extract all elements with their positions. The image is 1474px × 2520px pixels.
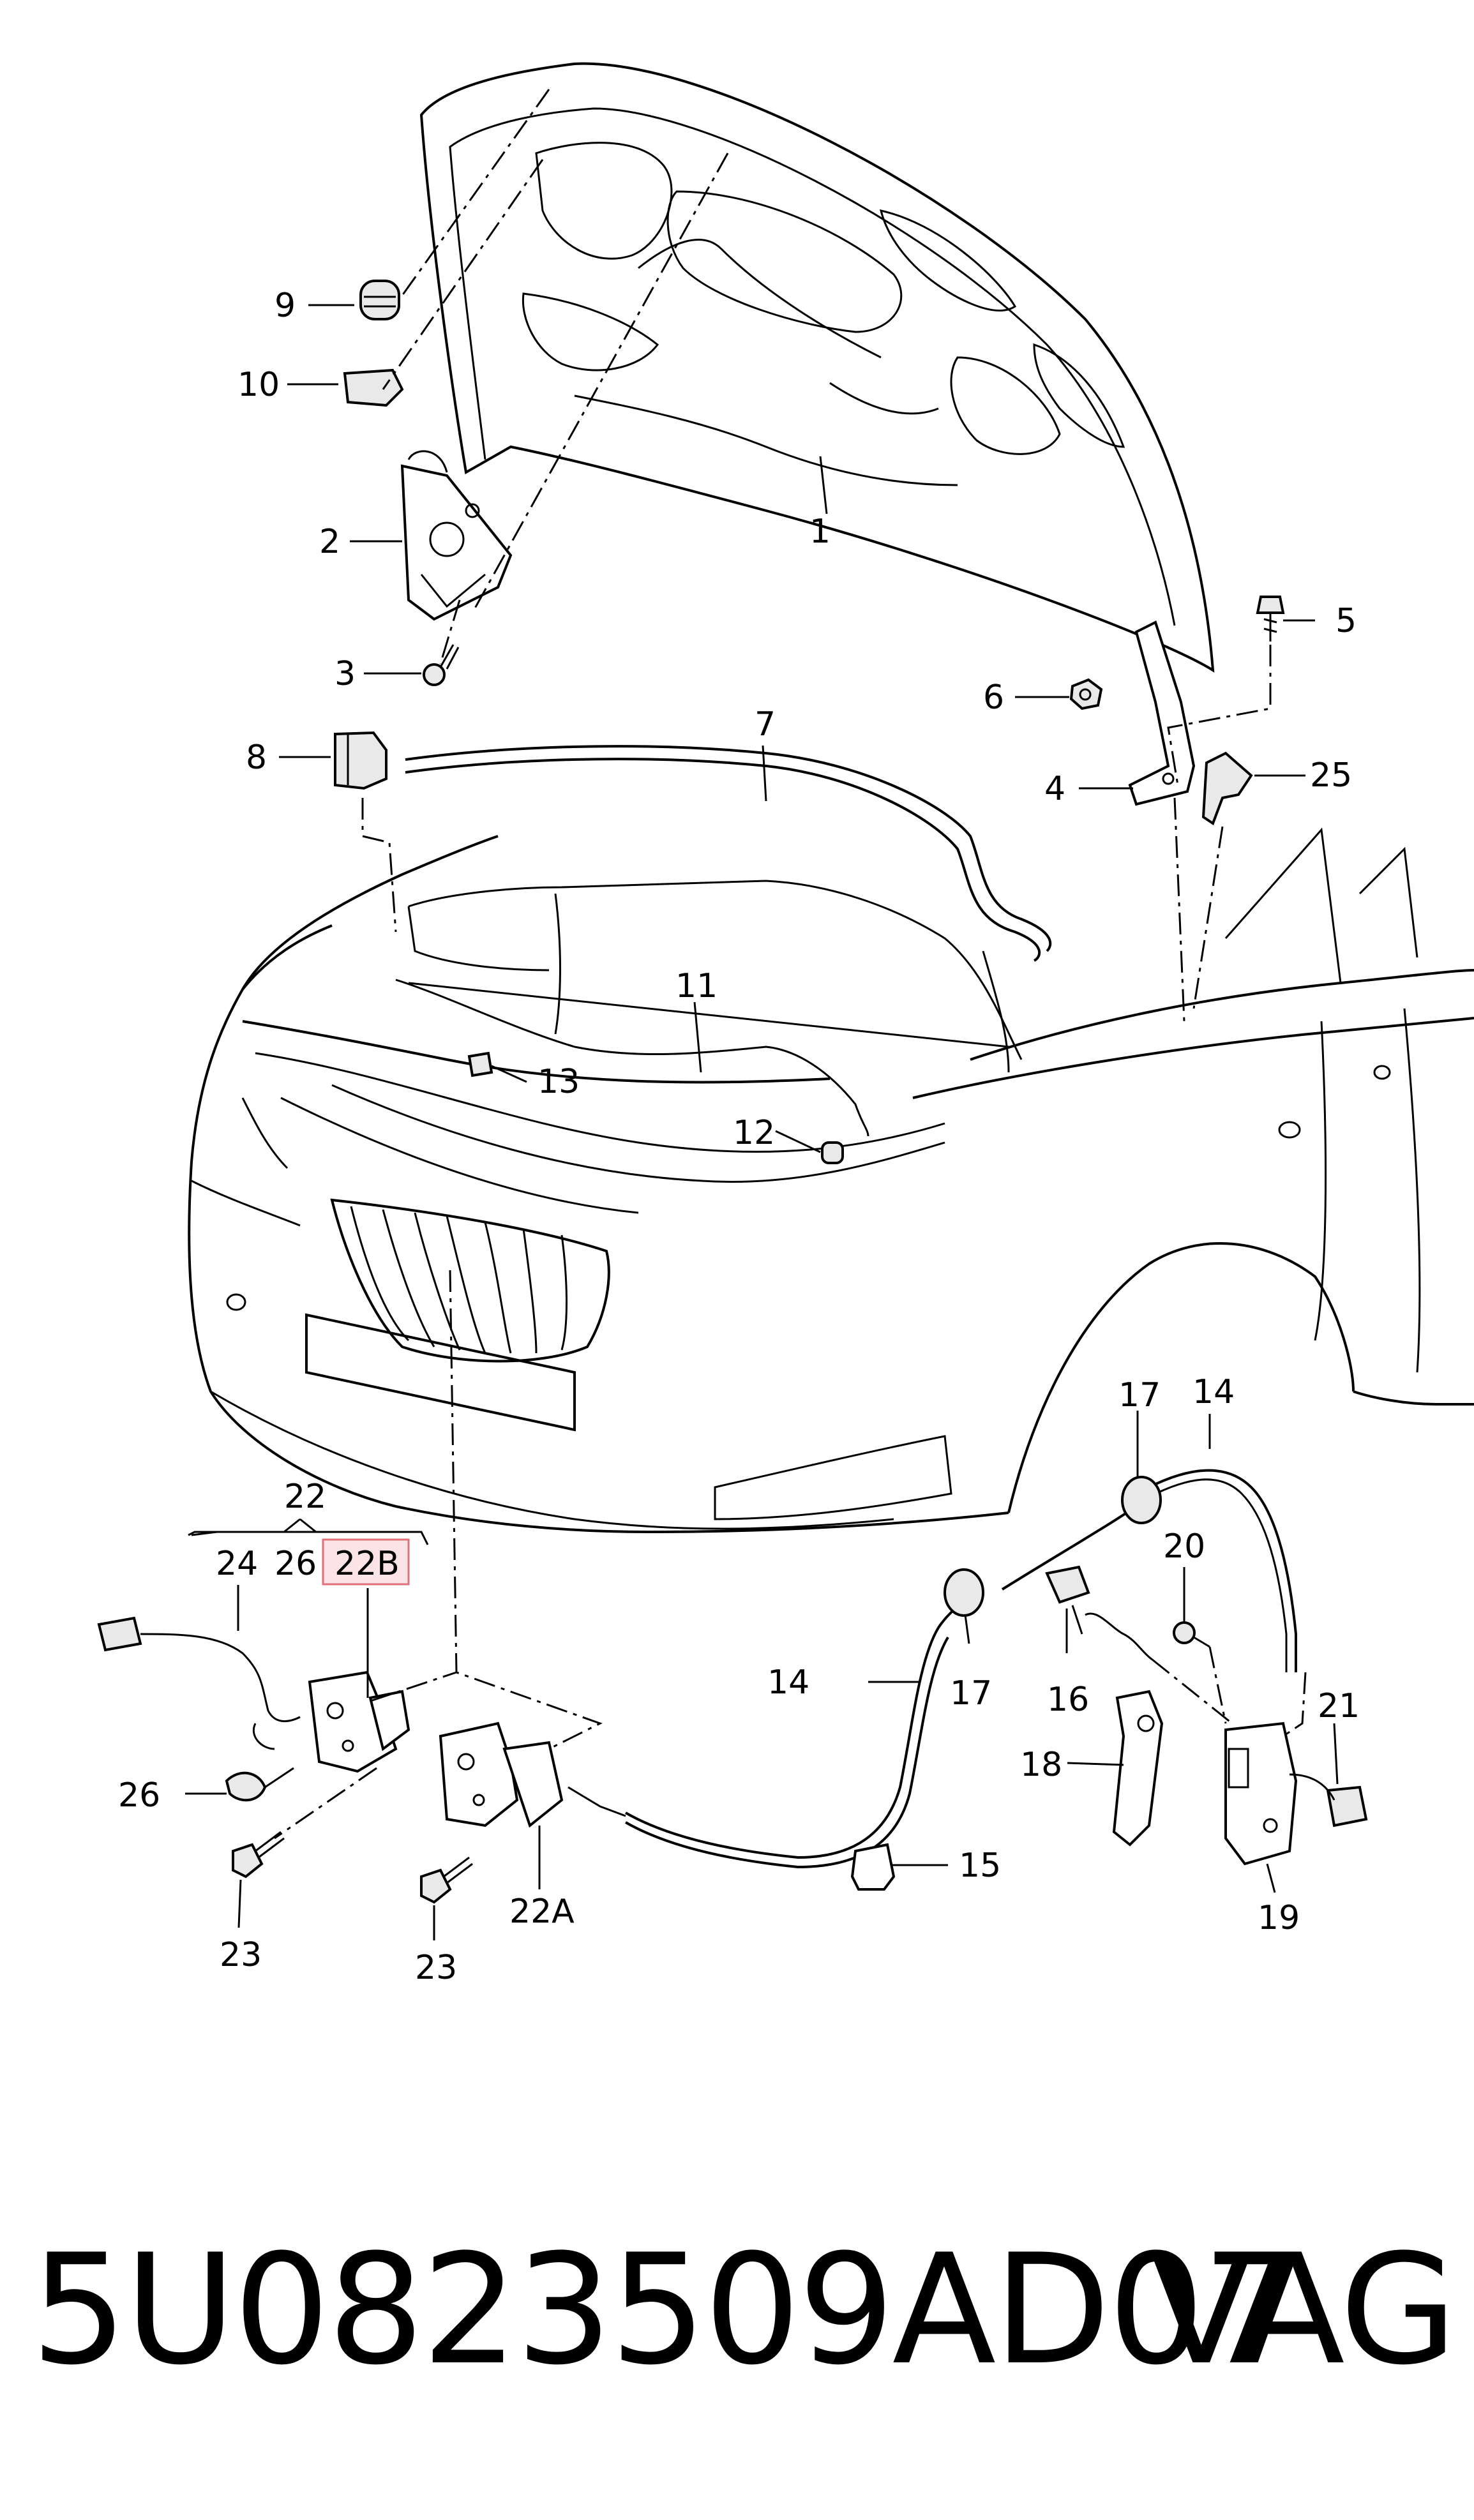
- callout-23-left: 23: [220, 1936, 262, 1974]
- lock-part-22a: [439, 1721, 626, 1828]
- latch-part-2: [400, 450, 513, 621]
- buffer-part-9: [359, 280, 400, 320]
- handle-part-18: [1112, 1690, 1164, 1847]
- car-body: [188, 827, 1474, 1534]
- bracket-part-25: [1201, 751, 1253, 826]
- screw-part-20: [1173, 1621, 1210, 1648]
- lock-part-22b: [308, 1670, 410, 1773]
- callout-22a: 22A: [509, 1893, 575, 1931]
- bolt-part-3: [423, 644, 460, 686]
- callout-26-lower: 26: [118, 1776, 160, 1815]
- spring-part-16: [1045, 1565, 1153, 1661]
- callout-16: 16: [1047, 1681, 1089, 1719]
- holder-part-15: [850, 1843, 896, 1891]
- sensor-part-24: [97, 1616, 301, 1750]
- callout-22b: 22B: [335, 1545, 400, 1583]
- hinge-part-4: [1128, 620, 1196, 806]
- callout-18: 18: [1020, 1746, 1062, 1784]
- clip-part-21: [1326, 1785, 1368, 1827]
- callout-20: 20: [1163, 1527, 1205, 1566]
- callout-leaders: [185, 304, 1339, 1940]
- brand-text: VAG: [1149, 2222, 1457, 2399]
- callout-17-upper: 17: [1118, 1376, 1161, 1414]
- callout-labels: 1 2 3 4 5 6 7 8 9 10 11 12 13 14 14 15 1…: [118, 287, 1360, 1987]
- callout-22: 22: [284, 1478, 326, 1516]
- rod-part-11: [395, 979, 869, 1137]
- callout-15: 15: [959, 1847, 1001, 1885]
- assembly-lines: [274, 89, 1307, 1840]
- hood-part: [419, 62, 1215, 673]
- bolt-part-5: [1256, 596, 1285, 641]
- callout-2: 2: [319, 523, 340, 561]
- cable-part-14: [625, 1469, 1298, 1869]
- seal-part: [405, 745, 1052, 962]
- callout-3: 3: [335, 655, 356, 693]
- callout-24: 24: [216, 1545, 258, 1583]
- callout-10: 10: [237, 366, 280, 404]
- callout-8: 8: [246, 739, 267, 777]
- grommet-part-12: [821, 1141, 844, 1164]
- callout-14-lower: 14: [767, 1663, 809, 1702]
- callout-19: 19: [1258, 1899, 1300, 1937]
- callout-14-upper: 14: [1192, 1373, 1235, 1411]
- callout-6: 6: [983, 679, 1004, 717]
- bolt-part-23: [232, 1831, 473, 1904]
- callout-21: 21: [1318, 1687, 1360, 1725]
- callout-1: 1: [809, 513, 831, 551]
- plug-part-26: [225, 1767, 294, 1802]
- callout-13: 13: [538, 1063, 580, 1101]
- footer: 5U0823509AD07 VAG: [0, 2215, 1474, 2406]
- grommet-part-17: [944, 1476, 1162, 1617]
- highlight-box-22b: [322, 1538, 410, 1586]
- callout-9: 9: [274, 287, 296, 325]
- callout-4: 4: [1044, 770, 1065, 808]
- cap-part-10: [343, 368, 404, 407]
- part-number-text: 5U0823509AD07: [31, 2222, 1299, 2399]
- callout-12: 12: [733, 1114, 775, 1152]
- callout-26-upper: 26: [274, 1545, 317, 1583]
- release-mechanism-part-19: [1224, 1721, 1335, 1866]
- callout-23-right: 23: [415, 1949, 457, 1987]
- callout-5: 5: [1335, 602, 1357, 640]
- callout-7: 7: [755, 705, 776, 744]
- callout-11: 11: [675, 967, 718, 1005]
- callout-17-lower: 17: [950, 1674, 992, 1713]
- callout-25: 25: [1310, 756, 1352, 795]
- clip-part-8: [334, 731, 387, 790]
- clip-part-13: [467, 1051, 493, 1077]
- nut-part-6: [1069, 678, 1103, 710]
